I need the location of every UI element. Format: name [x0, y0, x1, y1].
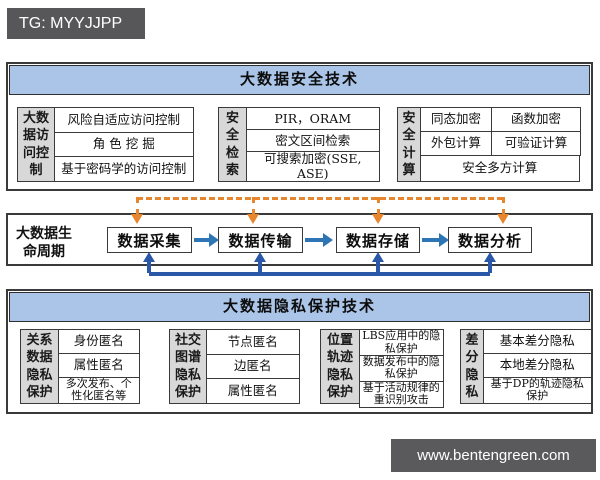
access-control-items: 风险自适应访问控制 角 色 挖 掘 基于密码学的访问控制	[53, 107, 194, 182]
privacy-section: 大数据隐私保护技术 关系数据隐私保护 身份匿名 属性匿名 多次发布、个性化匿名等…	[6, 289, 593, 414]
right-arrowhead-icon	[323, 233, 333, 247]
stage-data-transmission: 数据传输	[218, 227, 303, 253]
location-privacy-label: 位置轨迹隐私保护	[320, 329, 360, 404]
down-arrowhead-icon	[372, 214, 384, 224]
down-arrowhead-icon	[131, 214, 143, 224]
technique-item: 属性匿名	[205, 378, 300, 404]
technique-item: 属性匿名	[57, 352, 140, 379]
right-arrowhead-icon	[209, 233, 219, 247]
technique-item: 可验证计算	[491, 130, 581, 157]
secure-computation-items: 同态加密 函数加密 外包计算 可验证计算 安全多方计算	[419, 107, 581, 182]
location-privacy-items: LBS应用中的隐私保护 数据发布中的隐私保护 基于活动规律的重识别攻击	[358, 329, 444, 408]
location-privacy-group: 位置轨迹隐私保护 LBS应用中的隐私保护 数据发布中的隐私保护 基于活动规律的重…	[320, 329, 444, 408]
right-arrowhead-icon	[439, 233, 449, 247]
security-connector-drop-1	[136, 197, 139, 215]
security-connector-drop-3	[377, 197, 380, 215]
technique-item: 节点匿名	[205, 329, 300, 355]
secure-retrieval-group: 安全检索 PIR，ORAM 密文区间检索 可搜索加密(SSE, ASE)	[218, 107, 380, 182]
technique-item: 本地差分隐私	[482, 352, 592, 379]
technique-row: 同态加密 函数加密	[419, 107, 581, 133]
down-arrowhead-icon	[247, 214, 259, 224]
technique-item: 基于密码学的访问控制	[53, 156, 194, 182]
privacy-section-title: 大数据隐私保护技术	[9, 292, 590, 322]
secure-computation-label: 安全计算	[397, 107, 421, 182]
technique-item: 密文区间检索	[245, 129, 380, 153]
lifecycle-label: 大数据生命周期	[16, 225, 72, 260]
up-arrowhead-icon	[484, 252, 496, 262]
stage-arrow-line	[194, 238, 210, 242]
site-watermark: www.bentengreen.com	[391, 439, 596, 472]
social-graph-privacy-items: 节点匿名 边匿名 属性匿名	[205, 329, 300, 404]
technique-item: 数据发布中的隐私保护	[358, 354, 444, 383]
technique-row: 外包计算 可验证计算	[419, 130, 581, 157]
down-arrowhead-icon	[497, 214, 509, 224]
technique-item: 边匿名	[205, 353, 300, 380]
technique-item: 函数加密	[491, 107, 581, 133]
tg-watermark-badge: TG: MYYJJPP	[7, 8, 145, 39]
secure-retrieval-label: 安全检索	[218, 107, 247, 182]
stage-arrow-line	[305, 238, 324, 242]
technique-item: 同态加密	[419, 107, 493, 133]
stage-data-analysis: 数据分析	[448, 227, 532, 253]
social-graph-privacy-group: 社交图谱隐私保护 节点匿名 边匿名 属性匿名	[169, 329, 300, 404]
privacy-connector-rise-3	[376, 261, 380, 273]
technique-item: 可搜索加密(SSE, ASE)	[245, 151, 380, 182]
access-control-label: 大数据访问控制	[17, 107, 55, 182]
technique-item: 身份匿名	[57, 329, 140, 355]
technique-item: 基于DP的轨迹隐私保护	[482, 376, 592, 404]
stage-arrow-line	[422, 238, 440, 242]
technique-item: 外包计算	[419, 130, 493, 157]
secure-retrieval-items: PIR，ORAM 密文区间检索 可搜索加密(SSE, ASE)	[245, 107, 380, 182]
technique-item: 基本差分隐私	[482, 329, 592, 355]
privacy-connector-rise-4	[488, 261, 492, 273]
access-control-group: 大数据访问控制 风险自适应访问控制 角 色 挖 掘 基于密码学的访问控制	[17, 107, 194, 182]
privacy-connector-horizontal-line	[149, 272, 490, 276]
privacy-connector-rise-1	[147, 261, 151, 273]
technique-item: 风险自适应访问控制	[53, 107, 194, 133]
privacy-connector-rise-2	[258, 261, 262, 273]
technique-item: LBS应用中的隐私保护	[358, 329, 444, 357]
differential-privacy-group: 差分隐私 基本差分隐私 本地差分隐私 基于DP的轨迹隐私保护	[460, 329, 592, 404]
up-arrowhead-icon	[143, 252, 155, 262]
technique-item: 多次发布、个性化匿名等	[57, 376, 140, 404]
relational-privacy-items: 身份匿名 属性匿名 多次发布、个性化匿名等	[57, 329, 140, 404]
relational-privacy-label: 关系数据隐私保护	[20, 329, 59, 404]
up-arrowhead-icon	[372, 252, 384, 262]
technique-item: PIR，ORAM	[245, 107, 380, 131]
stage-data-collection: 数据采集	[107, 227, 192, 253]
differential-privacy-label: 差分隐私	[460, 329, 484, 404]
security-section-title: 大数据安全技术	[9, 65, 590, 95]
differential-privacy-items: 基本差分隐私 本地差分隐私 基于DP的轨迹隐私保护	[482, 329, 592, 404]
technique-item: 安全多方计算	[419, 154, 580, 182]
technique-item: 基于活动规律的重识别攻击	[358, 380, 444, 408]
security-section: 大数据安全技术 大数据访问控制 风险自适应访问控制 角 色 挖 掘 基于密码学的…	[6, 62, 593, 191]
relational-privacy-group: 关系数据隐私保护 身份匿名 属性匿名 多次发布、个性化匿名等	[20, 329, 140, 404]
technique-item: 角 色 挖 掘	[53, 131, 194, 158]
security-connector-drop-2	[252, 197, 255, 215]
stage-data-storage: 数据存储	[336, 227, 420, 253]
security-connector-horizontal-line	[137, 197, 503, 200]
up-arrowhead-icon	[254, 252, 266, 262]
security-connector-drop-4	[502, 197, 505, 215]
secure-computation-group: 安全计算 同态加密 函数加密 外包计算 可验证计算 安全多方计算	[397, 107, 581, 182]
social-graph-privacy-label: 社交图谱隐私保护	[169, 329, 207, 404]
